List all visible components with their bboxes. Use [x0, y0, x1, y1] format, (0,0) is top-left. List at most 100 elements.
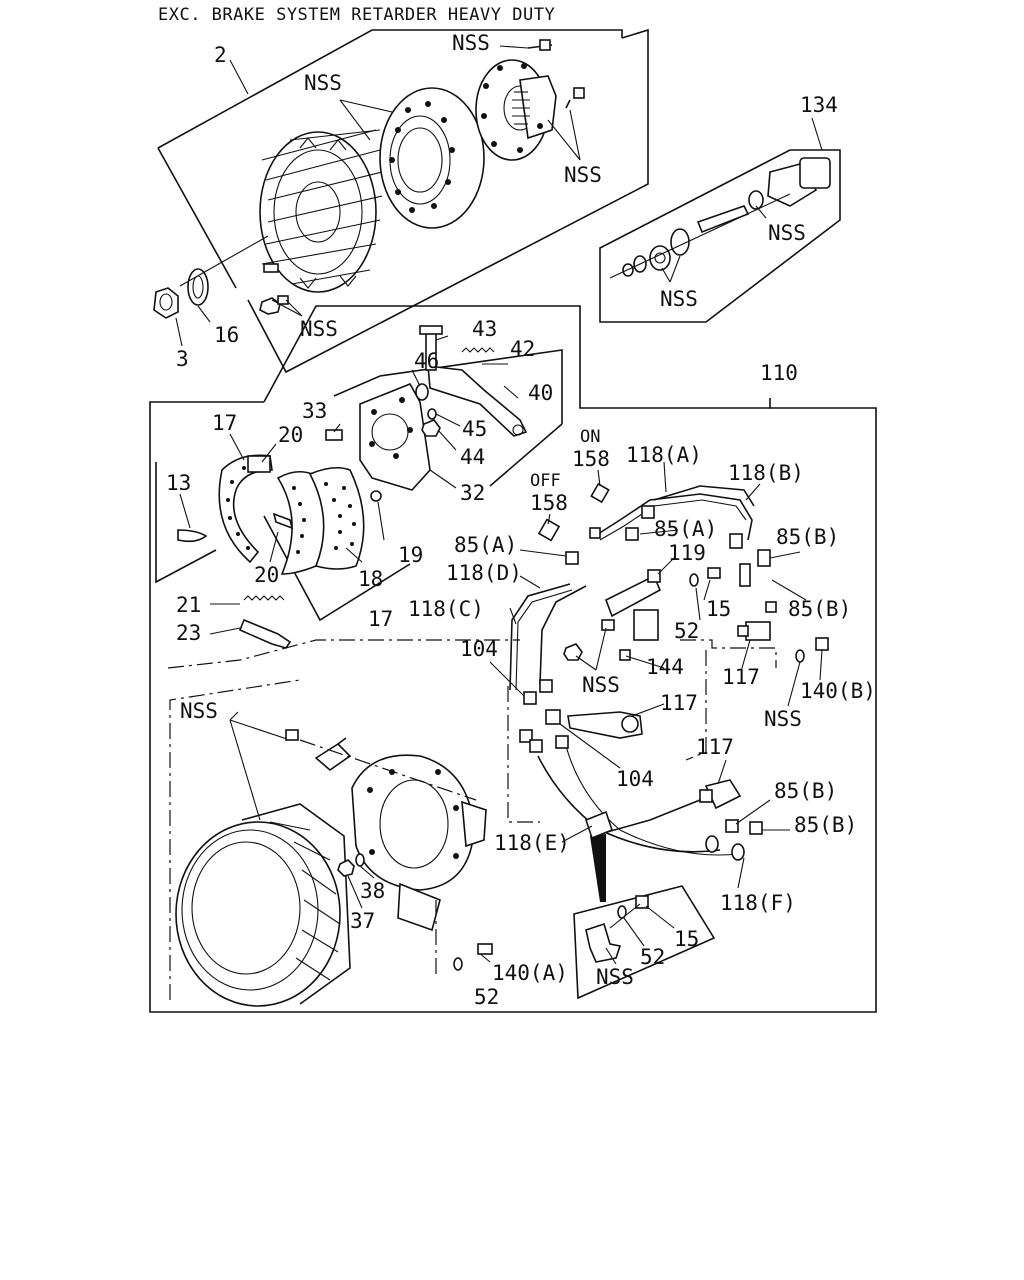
callout-nss-right: NSS: [764, 707, 802, 731]
group-2-leaders: [175, 45, 581, 347]
mount-bracket: [314, 737, 352, 772]
bolt-140a: [477, 943, 493, 955]
callout-off: OFF: [530, 471, 561, 491]
callout-118B: 118(B): [728, 461, 804, 485]
group-110-frame: [149, 305, 877, 1013]
housing-leaders: [229, 719, 491, 963]
callout-3: 3: [176, 347, 189, 371]
group-2-frame: [157, 28, 649, 374]
bolt-37-38: [337, 853, 365, 877]
valves-and-fittings: [519, 482, 829, 861]
callout-118D: 118(D): [446, 561, 522, 585]
retarder-drum-disc: [379, 87, 485, 229]
callout-nss-bracket: NSS: [596, 965, 634, 989]
callout-nss-flange: NSS: [564, 163, 602, 187]
group-32-leaders: [333, 335, 519, 489]
group-134-parts: [609, 157, 831, 279]
pipe-clamp: [585, 810, 613, 840]
bracket-parts: [585, 895, 675, 965]
clip-13: [177, 529, 208, 543]
callout-158b: 158: [530, 491, 568, 515]
callout-on: ON: [580, 427, 600, 447]
nut-3: [153, 287, 179, 319]
nss-bolt-left: [285, 729, 299, 741]
callout-46: 46: [414, 349, 439, 373]
flange-bolts: [527, 39, 585, 109]
callout-20a: 20: [278, 423, 303, 447]
callout-38: 38: [360, 879, 385, 903]
callout-23: 23: [176, 621, 201, 645]
callout-119: 119: [668, 541, 706, 565]
brake-shoe-left: [218, 454, 273, 564]
companion-flange: [475, 59, 557, 161]
callout-134: 134: [800, 93, 838, 117]
callout-44: 44: [460, 445, 485, 469]
callout-158a: 158: [572, 447, 610, 471]
callout-118A: 118(A): [626, 443, 702, 467]
callout-nss-studs: NSS: [300, 317, 338, 341]
group-134-frame: [599, 117, 841, 323]
callout-17b: 17: [368, 607, 393, 631]
callout-nss-134a: NSS: [768, 221, 806, 245]
callout-110: 110: [760, 361, 798, 385]
group-110-leaders: [229, 461, 823, 889]
callout-42: 42: [510, 337, 535, 361]
callout-144: 144: [646, 655, 684, 679]
callout-17a: 17: [212, 411, 237, 435]
callout-140A: 140(A): [492, 961, 568, 985]
pipe-clamp-tail: [590, 834, 606, 902]
callout-18: 18: [358, 567, 383, 591]
callout-15b: 15: [674, 927, 699, 951]
callout-19: 19: [398, 543, 423, 567]
callout-nss-top-bolt: NSS: [452, 31, 490, 55]
spring-21-pin-23: [238, 595, 292, 649]
callout-15a: 15: [706, 597, 731, 621]
callout-33: 33: [302, 399, 327, 423]
callout-16: 16: [214, 323, 239, 347]
callout-118C: 118(C): [408, 597, 484, 621]
callout-20b: 20: [254, 563, 279, 587]
group-134-leaders: [661, 205, 767, 283]
callout-labels: 2 NSS NSS NSS 134 NSS NSS NSS 16 3 43 42…: [166, 31, 876, 1009]
callout-nss-left: NSS: [180, 699, 218, 723]
callout-2: 2: [214, 43, 227, 67]
callout-52c: 52: [474, 985, 499, 1009]
washer-16: [187, 268, 209, 306]
callout-85B-1: 85(B): [776, 525, 839, 549]
callout-85A-1: 85(A): [454, 533, 517, 557]
callout-117a: 117: [722, 665, 760, 689]
callout-118F: 118(F): [720, 891, 796, 915]
callout-40: 40: [528, 381, 553, 405]
group-32-frame: [333, 349, 563, 487]
stator-plate: [351, 754, 487, 932]
callout-104b: 104: [616, 767, 654, 791]
group-17-frame: [155, 462, 411, 622]
callout-117c: 117: [696, 735, 734, 759]
washer-52c: [453, 957, 463, 971]
callout-117b: 117: [660, 691, 698, 715]
callout-nss-mid: NSS: [582, 673, 620, 697]
backing-plate-32: [359, 382, 431, 491]
callout-37: 37: [350, 909, 375, 933]
lever-40: [325, 325, 528, 441]
callout-nss-134b: NSS: [660, 287, 698, 311]
callout-104a: 104: [460, 637, 498, 661]
group-17-leaders: [179, 433, 385, 635]
callout-43: 43: [472, 317, 497, 341]
retarder-rotor: [259, 129, 383, 293]
callout-52b: 52: [640, 945, 665, 969]
retarder-housing: [175, 803, 351, 1007]
callout-140B: 140(B): [800, 679, 876, 703]
callout-118E: 118(E): [494, 831, 570, 855]
brake-shoe-linings: [272, 466, 382, 575]
callout-13: 13: [166, 471, 191, 495]
callout-nss-drum: NSS: [304, 71, 342, 95]
callout-85B-2: 85(B): [788, 597, 851, 621]
callout-52a: 52: [674, 619, 699, 643]
diagram-title: EXC. BRAKE SYSTEM RETARDER HEAVY DUTY: [158, 5, 555, 25]
callout-85B-4: 85(B): [794, 813, 857, 837]
callout-85A-2: 85(A): [654, 517, 717, 541]
callout-32: 32: [460, 481, 485, 505]
callout-85B-3: 85(B): [774, 779, 837, 803]
